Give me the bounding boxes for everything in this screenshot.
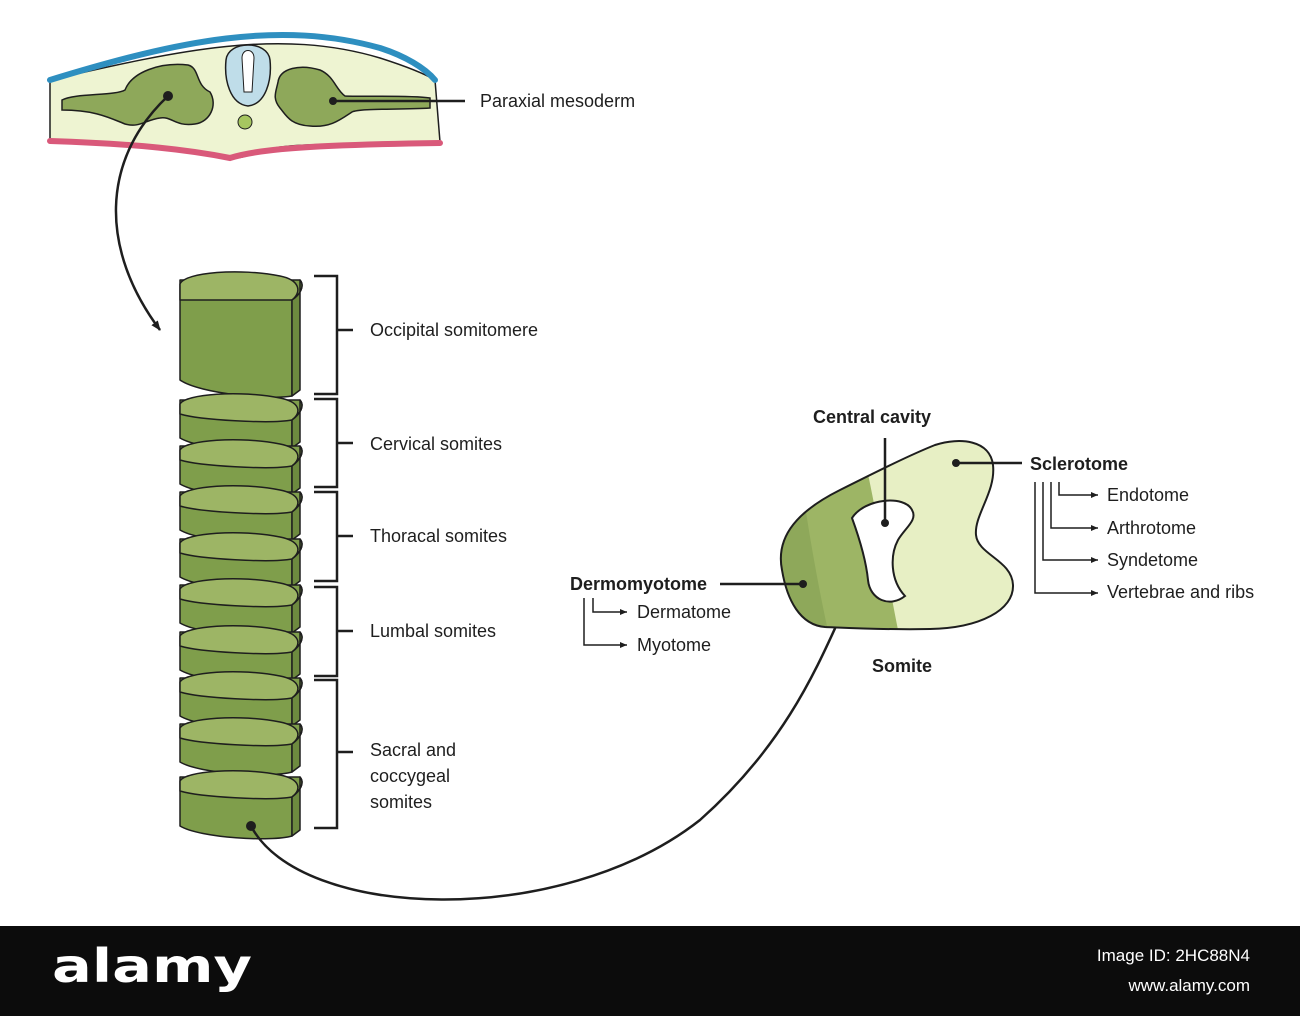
somite-ring-top — [179, 392, 299, 423]
alamy-logo: alamy — [52, 939, 252, 993]
somite-shape — [779, 440, 1015, 631]
somite-ring-side — [291, 631, 303, 681]
somite-ring-top — [179, 484, 299, 515]
label-sacral-coccygeal-somites: Sacral and coccygeal somites — [370, 740, 457, 812]
label-somite: Somite — [872, 656, 933, 676]
label-cervical-somites: Cervical somites — [370, 434, 503, 454]
label-lumbal-somites: Lumbal somites — [370, 621, 497, 641]
embryo-cross-section — [47, 31, 443, 162]
label-occipital-somitomere: Occipital somitomere — [370, 320, 539, 340]
somite-column — [179, 271, 303, 840]
somite-leaders — [720, 438, 1022, 586]
dermomyotome-tree — [583, 598, 627, 648]
somite-ring-side — [291, 584, 303, 634]
somite-ring-side — [291, 491, 303, 541]
somite-diagram — [47, 31, 1098, 901]
arrow-column-to-somite — [249, 599, 850, 901]
somite-central-cavity — [850, 499, 915, 603]
somite-ring-top — [179, 438, 299, 469]
arrow-embryo-to-column — [114, 95, 169, 331]
alamy-logo-text: alamy — [52, 939, 252, 993]
somite-ring-side — [291, 723, 303, 773]
label-thoracal-somites: Thoracal somites — [370, 526, 508, 546]
somite-ring-top — [179, 624, 299, 655]
somite-ring-side — [291, 776, 303, 837]
label-sclerotome: Sclerotome — [1030, 454, 1129, 474]
label-dermomyotome: Dermomyotome — [570, 574, 708, 594]
somite-ring-top — [179, 670, 299, 701]
watermark-footer — [0, 926, 1300, 1016]
label-dermatome: Dermatome — [637, 602, 732, 622]
watermark-image-id: Image ID: 2HC88N4 — [1096, 946, 1250, 965]
somite-ring-top — [179, 577, 299, 608]
watermark-site: www.alamy.com — [1128, 976, 1250, 995]
right-paraxial-mesoderm — [274, 66, 431, 128]
label-myotome: Myotome — [637, 635, 712, 655]
left-paraxial-mesoderm — [61, 63, 214, 126]
somite-ring-top — [179, 531, 299, 562]
sclerotome-tree — [1034, 482, 1098, 596]
somite-ring-side — [291, 677, 303, 727]
label-arthrotome: Arthrotome — [1107, 518, 1197, 538]
endoderm-layer — [47, 138, 443, 162]
label-endotome: Endotome — [1107, 485, 1190, 505]
neural-canal — [241, 50, 255, 93]
somite-ring-top — [179, 769, 299, 800]
somite-ring-side — [291, 445, 303, 495]
somite-ring-top — [179, 716, 299, 747]
ectoderm-layer — [47, 31, 438, 83]
somite-ring-side — [291, 399, 303, 449]
label-syndetome: Syndetome — [1107, 550, 1199, 570]
notochord — [237, 114, 253, 130]
somite-ring-side — [291, 538, 303, 588]
label-paraxial-mesoderm: Paraxial mesoderm — [480, 91, 636, 111]
watermark-info: Image ID: 2HC88N4 www.alamy.com — [1000, 936, 1300, 1010]
label-central-cavity: Central cavity — [813, 407, 932, 427]
section-brackets — [314, 274, 353, 830]
label-vertebrae-and-ribs: Vertebrae and ribs — [1107, 582, 1255, 602]
